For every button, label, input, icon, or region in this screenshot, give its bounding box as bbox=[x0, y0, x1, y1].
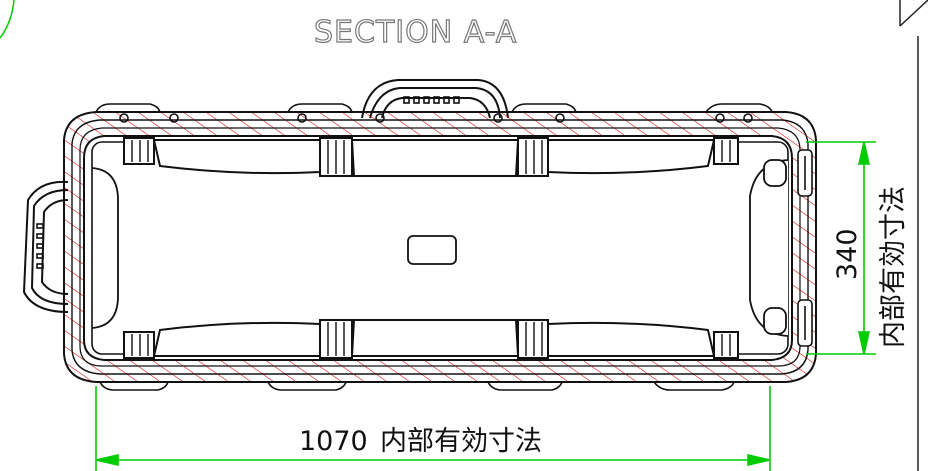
bottom-latches bbox=[123, 319, 739, 359]
height-dimension-value: 340 bbox=[832, 228, 863, 280]
right-side-latches bbox=[797, 149, 813, 347]
top-handle bbox=[361, 79, 509, 119]
height-dimension bbox=[806, 141, 876, 355]
left-handle bbox=[22, 180, 69, 313]
center-label-plate bbox=[407, 235, 457, 265]
section-title: SECTION A-A bbox=[314, 15, 517, 50]
case-wall-section bbox=[63, 111, 817, 383]
top-latches bbox=[123, 137, 739, 177]
inner-right-recess bbox=[749, 159, 789, 337]
bottom-feet bbox=[99, 381, 735, 391]
width-dimension bbox=[95, 386, 771, 471]
top-rim-details bbox=[95, 103, 773, 123]
inner-left-pocket bbox=[91, 167, 119, 329]
width-dimension-label: 内部有効寸法 bbox=[380, 426, 542, 457]
height-dimension-label: 内部有効寸法 bbox=[878, 186, 909, 348]
width-dimension-value: 1070 bbox=[299, 426, 368, 457]
